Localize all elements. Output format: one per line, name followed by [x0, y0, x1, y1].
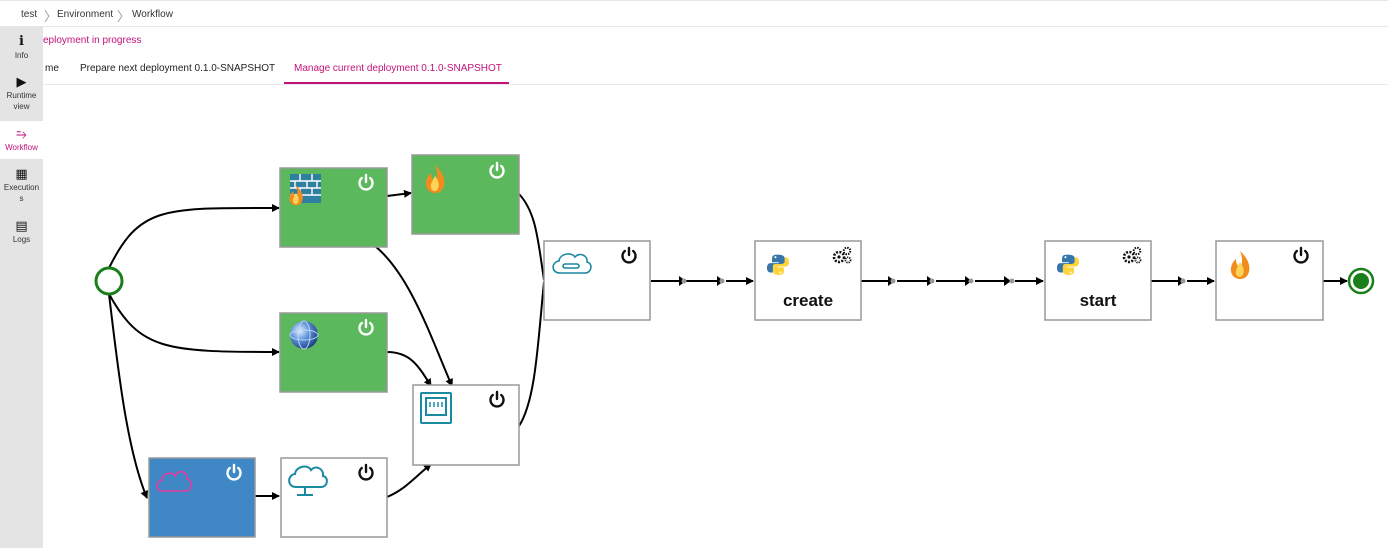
edge-dot	[968, 278, 974, 284]
workflow-edges	[108, 189, 1348, 500]
sidebar: i Info ▶ Runtime view ⥲ Workflow ▦ Execu…	[0, 27, 43, 548]
sidebar-item-label: Runtime view	[6, 91, 37, 111]
storage-icon	[552, 253, 592, 274]
tabs-divider	[43, 84, 1388, 85]
breadcrumb-item-test[interactable]: test	[21, 9, 38, 20]
log-icon: ▤	[15, 218, 28, 233]
workflow-node-port[interactable]	[412, 384, 520, 466]
sidebar-item-workflow[interactable]: ⥲ Workflow	[0, 121, 43, 159]
tab-prepare-next-deployment[interactable]: Prepare next deployment 0.1.0-SNAPSHOT	[80, 63, 276, 74]
workflow-node-start[interactable]: start	[1044, 240, 1152, 321]
workflow-end-node[interactable]	[1347, 267, 1375, 295]
workflow-node-globe[interactable]	[279, 312, 388, 393]
breadcrumb: test 〉 Environment 〉 Workflow	[0, 0, 1388, 27]
active-tab-indicator	[284, 82, 509, 84]
play-icon: ▶	[16, 74, 27, 89]
edge-dot	[719, 278, 725, 284]
sidebar-item-label: Workflow	[5, 143, 38, 152]
edge-dot	[1009, 278, 1015, 284]
workflow-node-fire-end[interactable]	[1215, 240, 1324, 321]
network-cloud-icon	[288, 465, 328, 496]
sidebar-item-info[interactable]: i Info	[0, 35, 43, 61]
tab-manage-current-deployment[interactable]: Manage current deployment 0.1.0-SNAPSHOT	[294, 63, 502, 74]
edge-dot	[681, 278, 687, 284]
workflow-node-fire-top[interactable]	[411, 154, 520, 235]
breadcrumb-separator-icon: 〉	[44, 9, 58, 24]
workflow-icon: ⥲	[16, 126, 27, 141]
node-label-create: create	[783, 291, 833, 310]
globe-icon	[289, 320, 319, 350]
sidebar-item-label: Executions	[3, 183, 40, 203]
sidebar-item-executions[interactable]: ▦ Executions	[0, 167, 43, 204]
deployment-status: eployment in progress	[43, 35, 142, 46]
sidebar-item-logs[interactable]: ▤ Logs	[0, 219, 43, 245]
breadcrumb-item-environment[interactable]: Environment	[57, 9, 114, 20]
port-icon	[420, 392, 452, 424]
node-label-start: start	[1080, 291, 1117, 310]
firewall-icon	[289, 174, 321, 206]
edge-dot	[890, 278, 896, 284]
info-icon: i	[19, 34, 24, 49]
sidebar-item-label: Logs	[12, 235, 31, 244]
edge-dot	[1180, 278, 1186, 284]
workflow-node-network[interactable]	[280, 457, 388, 538]
workflow-start-node[interactable]	[94, 266, 124, 296]
film-icon: ▦	[15, 166, 28, 181]
tab-home[interactable]: me	[45, 63, 59, 74]
sidebar-item-runtime-view[interactable]: ▶ Runtime view	[0, 75, 43, 112]
cloud-icon	[156, 470, 192, 492]
breadcrumb-separator-icon: 〉	[117, 9, 131, 24]
workflow-node-firewall[interactable]	[279, 167, 388, 248]
workflow-node-storage[interactable]	[543, 240, 651, 321]
workflow-node-compute[interactable]	[148, 457, 256, 538]
breadcrumb-item-workflow[interactable]: Workflow	[132, 9, 173, 20]
workflow-node-create[interactable]: create	[754, 240, 862, 321]
sidebar-item-label: Info	[14, 51, 29, 60]
edge-dot	[929, 278, 935, 284]
